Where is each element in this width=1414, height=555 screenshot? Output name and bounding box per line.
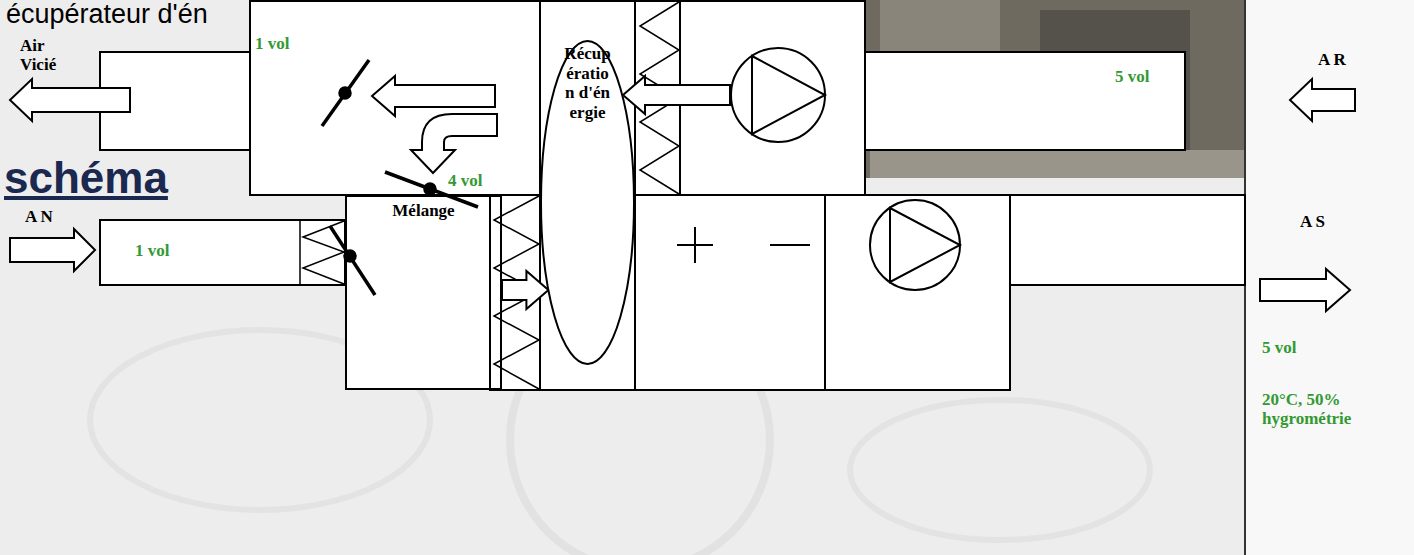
recovery-column xyxy=(540,1,635,390)
heating-symbol xyxy=(694,227,696,263)
node-text: Récupération d'énergie xyxy=(564,44,612,122)
coil-symbols xyxy=(677,227,810,263)
side-panel xyxy=(1245,0,1414,555)
recirculation-arrow xyxy=(411,114,497,173)
cooling-symbol xyxy=(770,244,810,246)
damper-box xyxy=(250,1,540,195)
unit-casing xyxy=(100,1,1245,390)
watermark xyxy=(850,400,1150,540)
return-air-arrow xyxy=(1290,79,1355,121)
coil-box xyxy=(635,195,825,390)
flow-label: A S xyxy=(1300,212,1325,231)
filter-symbol xyxy=(303,221,344,284)
fan-symbol xyxy=(870,200,960,290)
supply-air-arrow xyxy=(1260,269,1350,311)
supply-duct xyxy=(1010,195,1245,285)
fan-symbol xyxy=(731,48,825,142)
flow-label: Air Vicié xyxy=(20,36,68,74)
recovery-ellipse: Récupération d'énergie xyxy=(540,40,635,365)
air-arrows xyxy=(10,76,1355,311)
volume-label: 5 vol xyxy=(1115,67,1149,86)
damper-pivot xyxy=(340,88,350,98)
title-text: écupérateur d'én xyxy=(6,0,208,30)
fans xyxy=(731,48,960,290)
condition-label: 20°C, 50% hygrométrie xyxy=(1262,390,1387,428)
fresh-air-arrow xyxy=(10,229,95,271)
filters xyxy=(300,2,679,389)
damper-blade xyxy=(322,60,369,126)
mixing-section: Mélange xyxy=(345,195,502,390)
volume-label: 1 vol xyxy=(135,241,169,260)
fan-symbol xyxy=(752,56,825,134)
filter-symbol xyxy=(299,220,301,285)
volume-label: 4 vol xyxy=(446,171,484,190)
damper-blade xyxy=(330,226,375,295)
fresh-air-duct xyxy=(100,220,345,285)
mixing-ground xyxy=(345,195,490,390)
flow-arrow xyxy=(502,271,548,309)
exhaust-arrow xyxy=(10,79,130,121)
flow-label: A N xyxy=(25,207,53,226)
flow-arrow xyxy=(372,76,495,116)
fan-symbol xyxy=(890,208,960,282)
fan-box xyxy=(825,195,1010,390)
return-duct xyxy=(865,52,1185,150)
photo-detail xyxy=(870,150,1245,178)
ellipse-shape xyxy=(541,41,634,364)
flow-label: A R xyxy=(1318,50,1346,69)
flow-arrow xyxy=(623,76,730,114)
node-text: Mélange xyxy=(347,201,500,221)
volume-label: 1 vol xyxy=(255,34,289,53)
section-heading: schéma xyxy=(4,153,168,202)
damper-pivot xyxy=(425,184,435,194)
volume-label: 5 vol xyxy=(1262,338,1296,357)
